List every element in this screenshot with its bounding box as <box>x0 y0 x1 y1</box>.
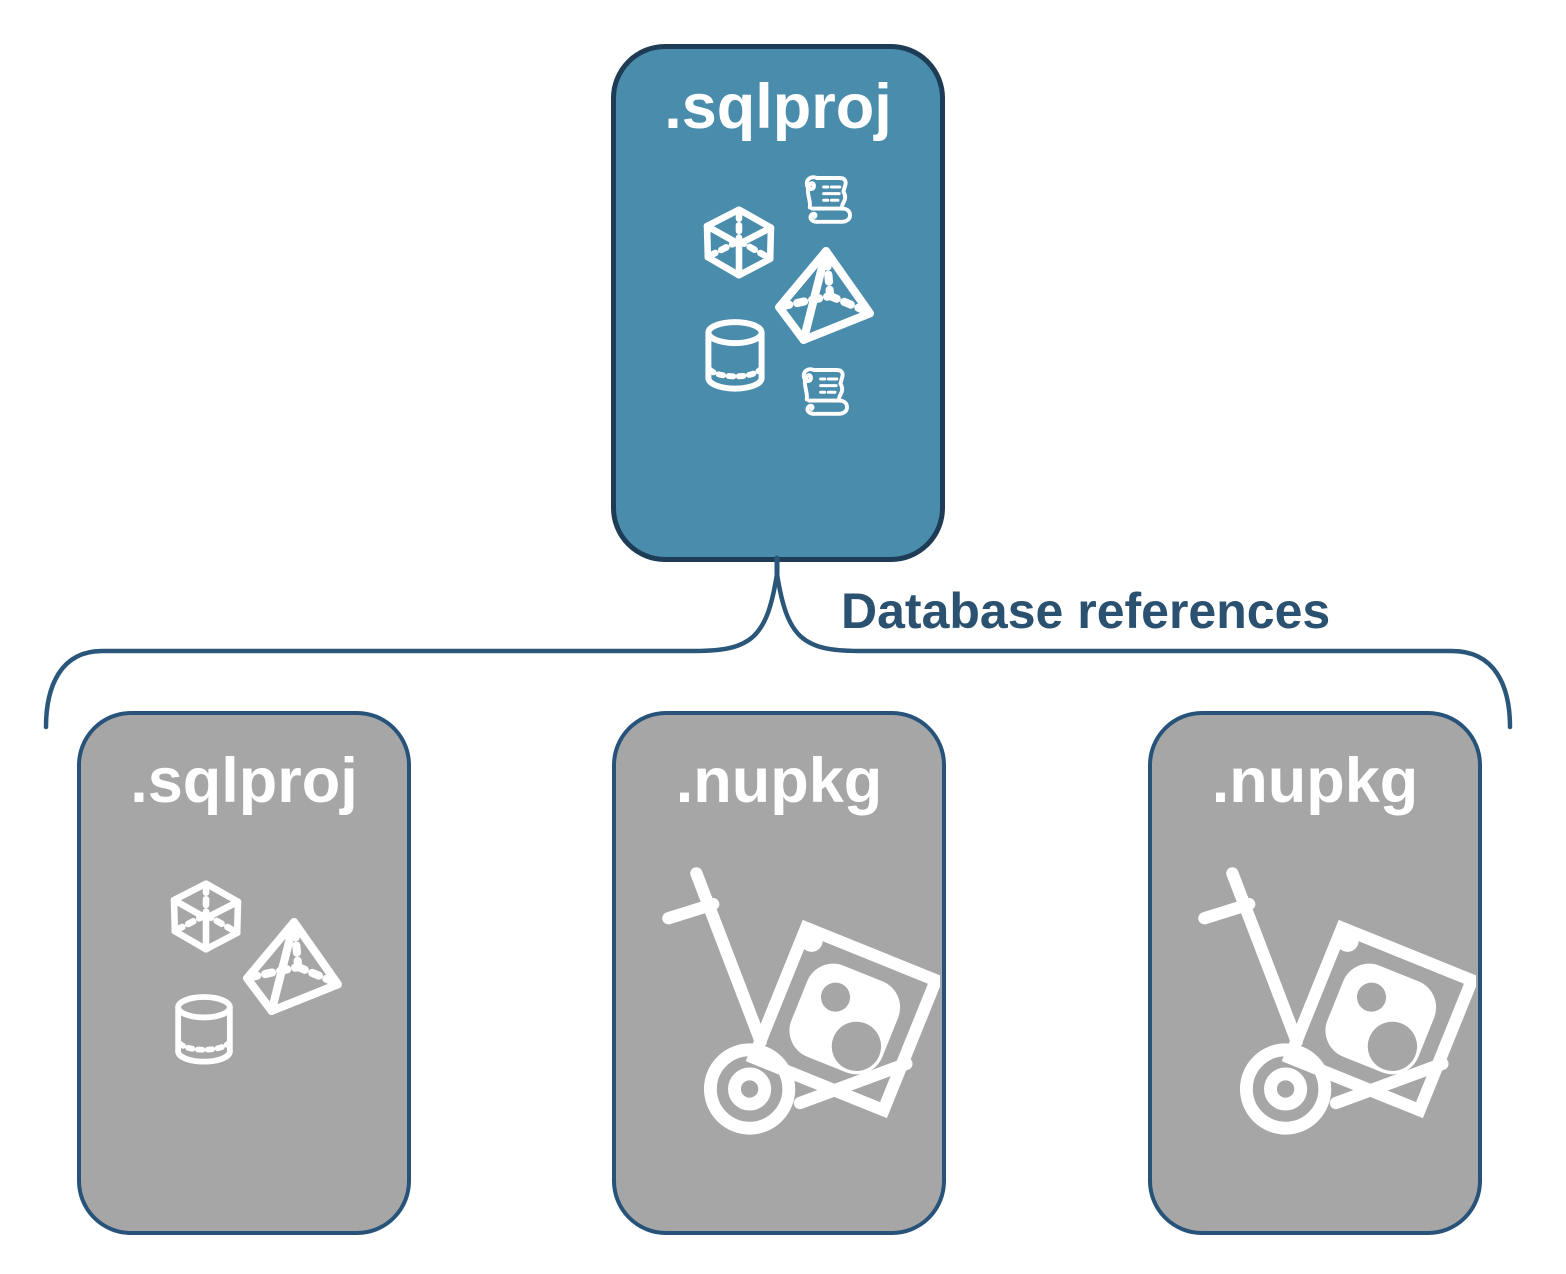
child-node-label: .sqlproj <box>130 746 358 816</box>
sql-script-scroll-icon <box>798 169 860 229</box>
child-node-nupkg-1: .nupkg <box>612 711 946 1235</box>
pyramid-icon <box>238 916 344 1018</box>
database-cylinder-icon <box>700 315 770 395</box>
child-node-nupkg-2: .nupkg <box>1148 711 1482 1235</box>
child-node-label: .nupkg <box>675 746 883 816</box>
sql-script-scroll-icon <box>795 361 857 421</box>
child-node-sqlproj: .sqlproj <box>77 711 411 1235</box>
pyramid-icon <box>770 245 876 347</box>
cube-icon <box>698 199 780 281</box>
root-node-label: .sqlproj <box>664 72 892 142</box>
child-node-label: .nupkg <box>1211 746 1419 816</box>
nuget-package-dolly-icon <box>660 865 940 1145</box>
nuget-package-dolly-icon <box>1196 865 1476 1145</box>
database-cylinder-icon <box>170 989 238 1069</box>
cube-icon <box>165 873 247 955</box>
root-node-sqlproj: .sqlproj <box>611 44 945 562</box>
connector-label: Database references <box>841 583 1331 639</box>
